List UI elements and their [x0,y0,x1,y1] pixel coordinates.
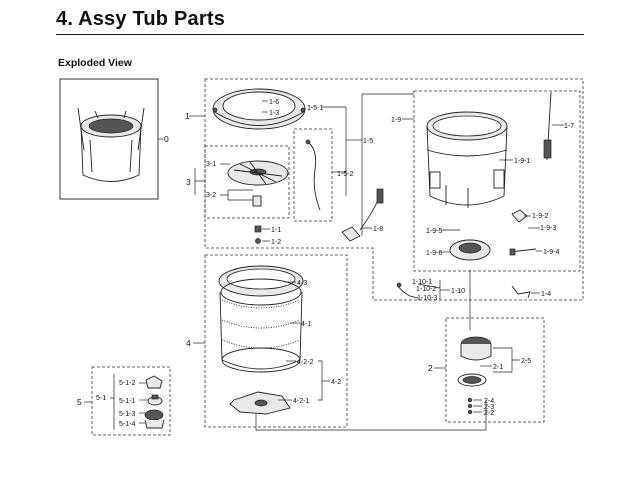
pulsator-box [204,145,290,219]
label-1-4: 1-4 [541,291,551,298]
label-0: 0 [164,134,169,144]
label-4-3: 4-3 [297,280,307,287]
title-divider [56,34,584,35]
label-1-6: 1-6 [269,99,279,106]
label-2-4: 2-4 [484,398,494,405]
clutch-box [445,317,545,423]
label-2: 2 [428,363,433,373]
assembly-thumbnail [59,78,159,200]
outer-tub [426,111,508,208]
label-1-9-3: 1-9-3 [540,225,556,232]
section-subtitle: Exploded View [58,57,132,69]
label-4-2-2: 4-2-2 [297,359,313,366]
label-2-3: 2-3 [484,404,494,411]
inner-basket-box [204,254,348,428]
label-1-7: 1-7 [564,123,574,130]
label-1-5-1: 1-5-1 [307,105,323,112]
label-1-10: 1-10 [451,288,465,295]
label-1-9-5: 1-9-5 [426,228,442,235]
label-1-9-2: 1-9-2 [532,213,548,220]
label-3-2: 3-2 [206,192,216,199]
label-5: 5 [77,397,82,407]
label-5-1-3: 5-1-3 [119,411,135,418]
tub-cover [212,88,306,130]
label-5-1-2: 5-1-2 [119,380,135,387]
label-1-1: 1-1 [271,227,281,234]
outer-tub-box [413,90,581,272]
label-1-9: 1-9 [391,117,401,124]
label-1-9-6: 1-9-6 [426,250,442,257]
label-4-2: 4-2 [331,379,341,386]
label-5-1-1: 5-1-1 [119,398,135,405]
label-1-10-1: 1-10-1 [412,279,432,286]
label-1-2: 1-2 [271,239,281,246]
clutch-ring [457,373,487,387]
balancer-body [144,409,165,429]
label-1-3: 1-3 [269,110,279,117]
hose-1-5-2-box [293,128,333,222]
label-1-8: 1-8 [373,226,383,233]
clutch-gear [460,336,492,361]
label-1: 1 [185,111,190,121]
assy-1-boundary [204,78,584,301]
label-4-1: 4-1 [301,321,311,328]
balancer-box [91,366,171,436]
label-1-5-2: 1-5-2 [337,171,353,178]
label-2-1: 2-1 [493,364,503,371]
label-1-10-2: 1-10-2 [416,286,436,293]
label-1-9-1: 1-9-1 [514,158,530,165]
pulsator [227,160,289,186]
label-2-2: 2-2 [484,410,494,417]
label-1-10-3: 1-10-3 [417,295,437,302]
label-4: 4 [186,338,191,348]
balancer-valve [147,394,163,406]
drain-pump-cover [449,239,491,261]
label-1-5: 1-5 [363,138,373,145]
label-1-9-4: 1-9-4 [543,249,559,256]
label-5-1: 5-1 [96,395,106,402]
label-2-5: 2-5 [521,358,531,365]
balancer-cap [145,375,163,389]
label-3-1: 3-1 [206,161,216,168]
label-4-2-1: 4-2-1 [293,398,309,405]
inner-basket [218,265,304,373]
label-3: 3 [186,177,191,187]
label-5-1-4: 5-1-4 [119,421,135,428]
basket-flange [229,391,291,415]
page-title: 4. Assy Tub Parts [56,8,226,30]
